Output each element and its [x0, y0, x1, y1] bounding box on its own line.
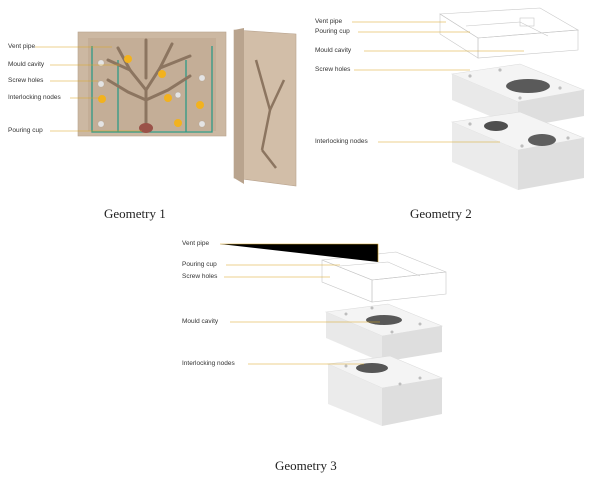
g2-label-vent-pipe: Vent pipe: [315, 18, 343, 25]
screw-holes: [97, 59, 206, 128]
mould-half-channels: [254, 59, 286, 169]
g3-lower-cavity: [356, 363, 388, 373]
geometry-3-leader-lines: [220, 243, 380, 365]
g3-label-mould-cavity: Mould cavity: [182, 318, 219, 325]
g1-caption: Geometry 1: [104, 206, 166, 221]
g2-transparent-cover: [439, 7, 579, 59]
g3-upper-screw-holes: [344, 306, 422, 334]
g3-label-interlocking-nodes: Interlocking nodes: [182, 360, 235, 367]
g2-caption: Geometry 2: [410, 206, 472, 221]
g2-lower-cavity-right: [528, 134, 556, 146]
pouring-cup-shape: [139, 123, 153, 133]
g1-label-mould-cavity: Mould cavity: [8, 61, 45, 68]
g2-label-screw-holes: Screw holes: [315, 66, 351, 73]
g2-label-mould-cavity: Mould cavity: [315, 47, 352, 54]
g3-lower-screw-holes: [344, 364, 422, 386]
g1-label-screw-holes: Screw holes: [8, 77, 44, 84]
g3-label-screw-holes: Screw holes: [182, 273, 218, 280]
g1-label-vent-pipe: Vent pipe: [8, 43, 36, 50]
g3-upper-cavity: [366, 315, 402, 325]
g2-lower-screw-holes: [468, 122, 570, 148]
geometry-2-leader-lines: [352, 21, 524, 143]
g3-label-pouring-cup: Pouring cup: [182, 261, 217, 268]
interlocking-nodes: [98, 55, 204, 127]
runner-channels: [91, 46, 213, 133]
g1-label-pouring-cup: Pouring cup: [8, 127, 43, 134]
g2-lower-cavity-left: [484, 121, 508, 131]
geometry-1-leader-lines: [35, 46, 142, 132]
g2-label-interlocking-nodes: Interlocking nodes: [315, 138, 368, 145]
g1-label-interlocking-nodes: Interlocking nodes: [8, 94, 61, 101]
g3-caption: Geometry 3: [275, 458, 337, 473]
g2-upper-cavity: [506, 79, 550, 93]
g3-label-vent-pipe: Vent pipe: [182, 240, 210, 247]
g2-upper-screw-holes: [468, 68, 562, 100]
g2-label-pouring-cup: Pouring cup: [315, 28, 350, 35]
